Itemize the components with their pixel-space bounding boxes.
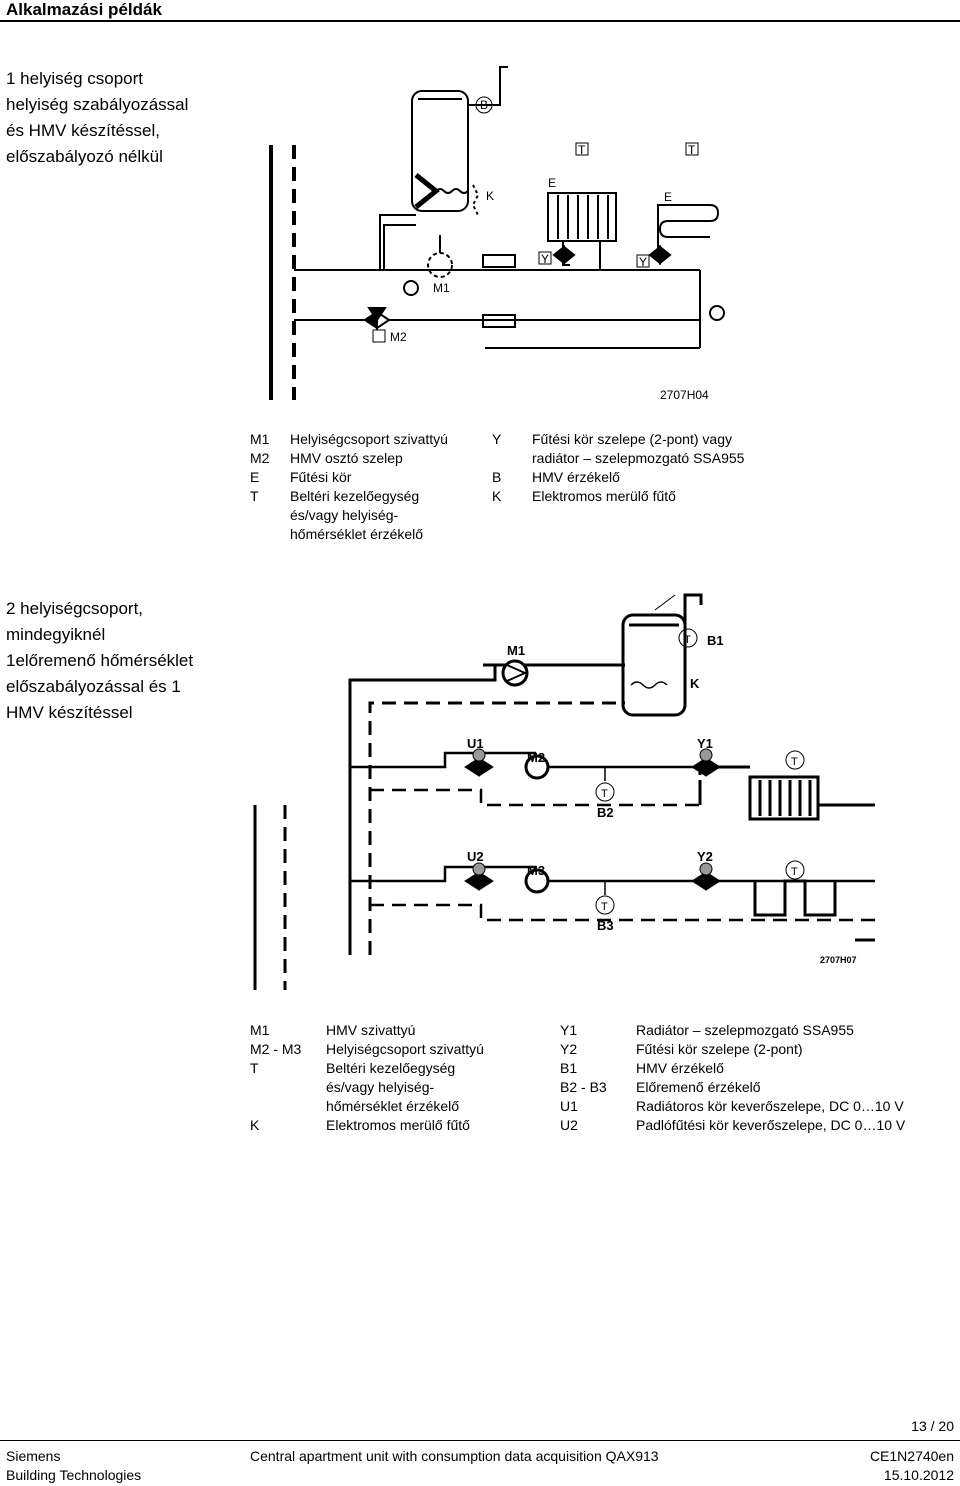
section1-title-line: 1 helyiség csoport	[6, 69, 144, 88]
diagram2-label-M3: M3	[527, 863, 545, 878]
legend-text: Helyiségcsoport szivattyú	[326, 1041, 484, 1057]
section1-title: 1 helyiség csoport helyiség szabályozáss…	[6, 66, 188, 170]
section2-title: 2 helyiségcsoport, mindegyiknél 1előreme…	[6, 596, 193, 726]
legend-text: HMV érzékelő	[532, 469, 620, 485]
legend-text: Fűtési kör szelepe (2-pont)	[636, 1041, 803, 1057]
diagram2-label-M1: M1	[507, 643, 525, 658]
legend-code: Y2	[560, 1041, 578, 1057]
legend-text: Fűtési kör szelepe (2-pont) vagy	[532, 431, 732, 447]
footer-doc-meta: CE1N2740en 15.10.2012	[870, 1447, 954, 1485]
diagram1-label-K: K	[486, 189, 494, 203]
legend-text: Helyiségcsoport szivattyú	[290, 431, 448, 447]
footer-divider	[0, 1440, 960, 1441]
legend-code: M1	[250, 431, 270, 447]
legend-text: Fűtési kör	[290, 469, 352, 485]
page-number: 13 / 20	[911, 1418, 954, 1434]
diagram1-label-M1: M1	[433, 281, 450, 295]
section2-title-line: 1előremenő hőmérséklet	[6, 651, 194, 670]
diagram1-label-B: B	[480, 98, 488, 112]
section1-legend: M1 Helyiségcsoport szivattyú M2 HMV oszt…	[250, 430, 950, 550]
diagram2-label-Y1: Y1	[697, 736, 713, 751]
footer-company: Siemens Building Technologies	[6, 1447, 141, 1485]
footer-date: 15.10.2012	[883, 1467, 954, 1483]
diagram2-label-K: K	[690, 676, 700, 691]
diagram2-label-Y2: Y2	[697, 849, 713, 864]
section1-title-line: és HMV készítéssel,	[6, 121, 160, 140]
legend-code: T	[250, 488, 259, 504]
diagram1-label-M2: M2	[390, 330, 407, 344]
section2-title-line: mindegyiknél	[6, 625, 106, 644]
diagram1-label-T: T	[578, 143, 586, 157]
section1-schematic: B K T T E E Y Y M1 M2 2707H04	[269, 66, 725, 402]
diagram1-code: 2707H04	[660, 388, 709, 402]
section2-title-line: előszabályozással és 1	[6, 677, 181, 696]
diagram1-label-Y: Y	[541, 252, 549, 266]
footer-company-name: Siemens	[6, 1448, 61, 1464]
legend-text: radiátor – szelepmozgató SSA955	[532, 450, 745, 466]
legend-text: Elektromos merülő fűtő	[326, 1117, 470, 1133]
legend-text: és/vagy helyiség-	[326, 1079, 435, 1095]
footer-doc-title: Central apartment unit with consumption …	[250, 1448, 659, 1464]
diagram2-label-T: T	[791, 756, 798, 768]
page-header-title: Alkalmazási példák	[6, 0, 162, 19]
legend-code: Y1	[560, 1022, 578, 1038]
legend-text: Radiátor – szelepmozgató SSA955	[636, 1022, 854, 1038]
legend-code: B2 - B3	[560, 1079, 607, 1095]
diagram2-label-T: T	[684, 634, 691, 646]
legend-text: Beltéri kezelőegység	[290, 488, 420, 504]
diagram1-label-E: E	[664, 190, 672, 204]
diagram1-label-T: T	[688, 143, 696, 157]
section2-title-line: 2 helyiségcsoport,	[6, 599, 144, 618]
header-divider	[0, 20, 960, 22]
legend-text: Padlófűtési kör keverőszelepe, DC 0…10 V	[636, 1117, 906, 1133]
diagram2-code: 2707H07	[820, 955, 857, 965]
diagram2-label-B1: B1	[707, 633, 724, 648]
footer-division: Building Technologies	[6, 1467, 142, 1483]
legend-code: K	[250, 1117, 260, 1133]
legend-text: Elektromos merülő fűtő	[532, 488, 676, 504]
legend-text: hőmérséklet érzékelő	[326, 1098, 460, 1114]
diagram2-label-M2: M2	[527, 750, 545, 765]
legend-code: Y	[492, 431, 502, 447]
legend-code: B1	[560, 1060, 578, 1076]
legend-text: Előremenő érzékelő	[636, 1079, 761, 1095]
diagram2-label-T: T	[601, 788, 608, 800]
diagram1-label-Y: Y	[639, 255, 647, 269]
legend-code: U1	[560, 1098, 578, 1114]
diagram2-label-U1: U1	[467, 736, 484, 751]
legend-code: E	[250, 469, 260, 485]
legend-text: Radiátoros kör keverőszelepe, DC 0…10 V	[636, 1098, 904, 1114]
section2-schematic: M1 T B1 K U1 M2 Y1 T T B2 U2 M3 Y2 T T B…	[253, 593, 875, 990]
diagram2-label-B2: B2	[597, 805, 614, 820]
section2-title-line: HMV készítéssel	[6, 703, 133, 722]
diagram2-label-T: T	[791, 866, 798, 878]
legend-text: HMV osztó szelep	[290, 450, 403, 466]
legend-code: M2 - M3	[250, 1041, 302, 1057]
diagram1-label-E: E	[548, 176, 556, 190]
section1-title-line: helyiség szabályozással	[6, 95, 189, 114]
section1-title-line: előszabályozó nélkül	[6, 147, 163, 166]
section2-legend: M1 HMV szivattyú M2 - M3 Helyiségcsoport…	[250, 1021, 950, 1141]
legend-text: HMV szivattyú	[326, 1022, 416, 1038]
legend-code: B	[492, 469, 502, 485]
legend-code: U2	[560, 1117, 578, 1133]
diagram2-label-B3: B3	[597, 918, 614, 933]
legend-text: HMV érzékelő	[636, 1060, 724, 1076]
legend-text: Beltéri kezelőegység	[326, 1060, 456, 1076]
legend-code: T	[250, 1060, 259, 1076]
legend-code: K	[492, 488, 502, 504]
footer-doc-id: CE1N2740en	[869, 1448, 954, 1464]
legend-code: M2	[250, 450, 270, 466]
legend-text: és/vagy helyiség-	[290, 507, 399, 523]
legend-code: M1	[250, 1022, 270, 1038]
diagram2-label-T: T	[601, 901, 608, 913]
diagram2-label-U2: U2	[467, 849, 484, 864]
legend-text: hőmérséklet érzékelő	[290, 526, 424, 542]
